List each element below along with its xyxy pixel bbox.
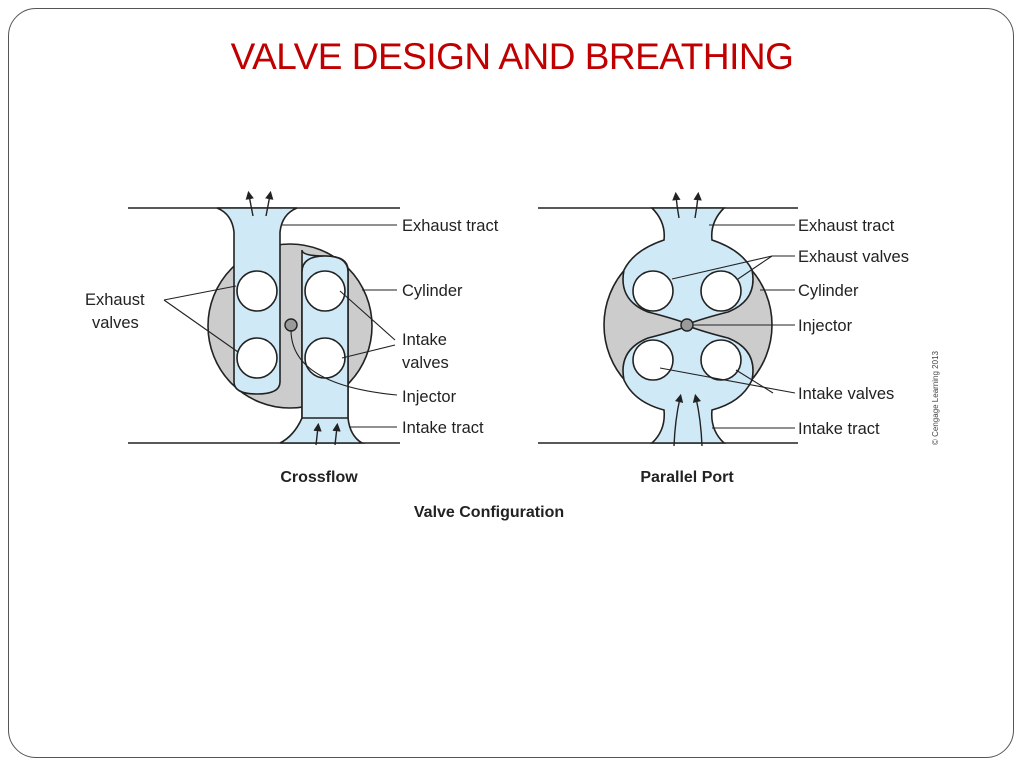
parallel-port-caption: Parallel Port (640, 469, 734, 486)
leader-line (290, 329, 398, 396)
parallel-injector (680, 318, 694, 332)
exhaust-flow-arrow (672, 191, 681, 219)
crossflow-exhaust-valve-bottom (236, 337, 278, 379)
leader-line (735, 369, 774, 394)
crossflow-exhaust-valve-top (236, 270, 278, 312)
exhaust-flow-arrow (693, 191, 702, 219)
crossflow-injector-label: Injector (402, 388, 457, 406)
parallel-intake-valve-left (632, 339, 674, 381)
slide-title: VALVE DESIGN AND BREATHING (230, 36, 794, 77)
leader-line (163, 285, 237, 301)
leader-line (163, 299, 239, 353)
copyright-notice: © Cengage Learning 2013 (931, 350, 940, 445)
intake-flow-arrow (692, 393, 703, 447)
intake-flow-arrow (313, 422, 322, 446)
parallel-port-diagram: Exhaust tract Exhaust valves Cylinder In… (538, 191, 909, 486)
crossflow-intake-valves-label: Intake (402, 331, 447, 349)
crossflow-exhaust-valves-label: valves (92, 314, 139, 332)
crossflow-caption: Crossflow (280, 469, 358, 486)
parallel-exhaust-valve-right (700, 270, 742, 312)
crossflow-exhaust-tract-label: Exhaust tract (402, 217, 499, 235)
parallel-exhaust-valves-label: Exhaust valves (798, 248, 909, 266)
parallel-exhaust-tract-label: Exhaust tract (798, 217, 895, 235)
crossflow-intake-valve-bottom (304, 337, 346, 379)
crossflow-exhaust-valves-label: Exhaust (85, 291, 145, 309)
parallel-intake-tract-label: Intake tract (798, 420, 880, 438)
leader-line (341, 344, 396, 359)
leader-line (659, 367, 796, 394)
parallel-cylinder-label: Cylinder (798, 282, 859, 300)
crossflow-diagram: Exhaust valves Exhaust tract Cylinder In… (85, 190, 499, 486)
parallel-intake-valves-label: Intake valves (798, 385, 894, 403)
intake-flow-arrow (673, 393, 684, 447)
parallel-exhaust-valve-left (632, 270, 674, 312)
figure-caption: Valve Configuration (414, 504, 564, 521)
crossflow-injector (284, 318, 298, 332)
slide-frame (8, 8, 1014, 758)
parallel-intake-valve-right (700, 339, 742, 381)
crossflow-intake-valves-label: valves (402, 354, 449, 372)
crossflow-cylinder-label: Cylinder (402, 282, 463, 300)
intake-flow-arrow (332, 422, 341, 446)
crossflow-intake-tract-label: Intake tract (402, 419, 484, 437)
exhaust-flow-arrow (265, 190, 274, 217)
exhaust-flow-arrow (245, 190, 254, 217)
leader-line (339, 290, 396, 341)
leader-line (737, 255, 773, 280)
parallel-injector-label: Injector (798, 317, 853, 335)
leader-line (671, 255, 773, 280)
crossflow-intake-valve-top (304, 270, 346, 312)
